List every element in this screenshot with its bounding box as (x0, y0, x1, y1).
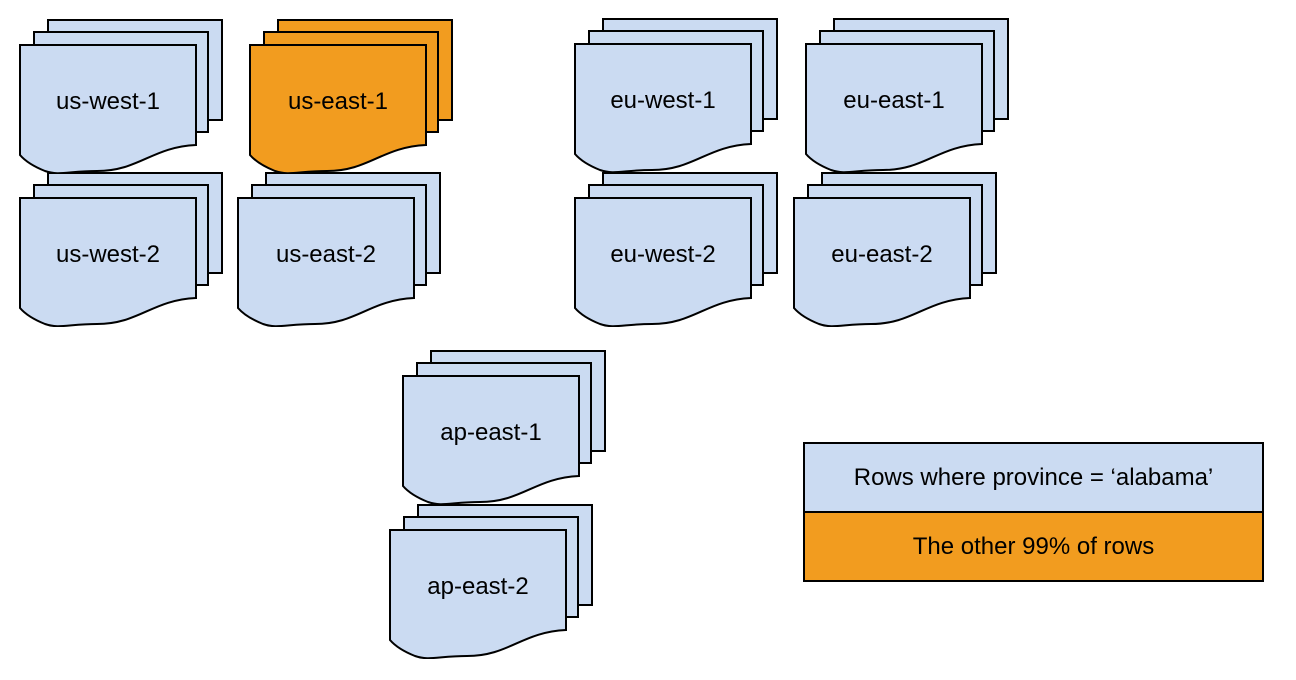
document-front (793, 197, 971, 327)
document-shape (389, 529, 567, 659)
document-front (805, 43, 983, 173)
region-stack-eu-east-1: eu-east-1 (805, 18, 1009, 173)
document-front (389, 529, 567, 659)
document-front (249, 44, 427, 174)
legend-row-alabama: Rows where province = ‘alabama’ (805, 444, 1262, 511)
document-front (19, 44, 197, 174)
document-shape (19, 197, 197, 327)
region-stack-ap-east-2: ap-east-2 (389, 504, 593, 659)
region-stack-us-east-2: us-east-2 (237, 172, 441, 327)
region-stack-eu-west-1: eu-west-1 (574, 18, 778, 173)
legend-row-other-rows: The other 99% of rows (805, 511, 1262, 580)
document-shape (574, 43, 752, 173)
document-shape (249, 44, 427, 174)
document-shape (237, 197, 415, 327)
document-shape (805, 43, 983, 173)
region-stack-eu-west-2: eu-west-2 (574, 172, 778, 327)
document-front (402, 375, 580, 505)
document-shape (19, 44, 197, 174)
document-shape (574, 197, 752, 327)
legend-label: Rows where province = ‘alabama’ (853, 463, 1214, 491)
document-shape (402, 375, 580, 505)
region-stack-ap-east-1: ap-east-1 (402, 350, 606, 505)
document-front (237, 197, 415, 327)
region-stack-us-west-1: us-west-1 (19, 19, 223, 174)
region-stack-eu-east-2: eu-east-2 (793, 172, 997, 327)
region-stack-us-east-1: us-east-1 (249, 19, 453, 174)
document-front (574, 43, 752, 173)
legend: Rows where province = ‘alabama’ The other… (803, 442, 1264, 582)
document-front (574, 197, 752, 327)
document-front (19, 197, 197, 327)
document-shape (793, 197, 971, 327)
legend-label: The other 99% of rows (912, 532, 1155, 560)
region-stack-us-west-2: us-west-2 (19, 172, 223, 327)
